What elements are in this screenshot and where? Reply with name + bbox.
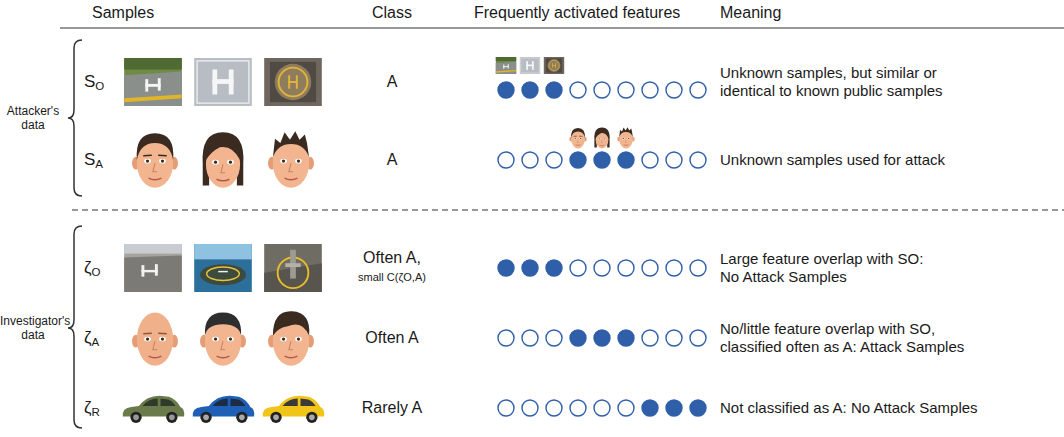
- column-header: Frequently activated features: [474, 3, 714, 22]
- symbol-letter: S: [84, 150, 95, 169]
- symbol-letter: S: [84, 72, 95, 91]
- feature-dot: [642, 400, 658, 416]
- feature-dot: [690, 152, 706, 168]
- row-symbol: SO: [84, 72, 118, 92]
- meaning-text: Unknown samples, but similar or identica…: [720, 64, 988, 100]
- row-symbol: ζA: [84, 328, 118, 348]
- feature-dot: [522, 330, 538, 346]
- feature-dot: [666, 260, 682, 276]
- symbol-subscript: R: [92, 406, 100, 418]
- group-bracket: [68, 40, 82, 196]
- group-label: Attacker's data: [0, 104, 66, 133]
- group-label: Investigator's data: [0, 314, 66, 343]
- feature-dot: [690, 260, 706, 276]
- column-header: Meaning: [720, 3, 840, 22]
- group-bracket: [68, 226, 82, 428]
- feature-dot: [594, 330, 610, 346]
- meaning-text: Not classified as A: No Attack Samples: [720, 399, 1060, 417]
- feature-dot: [546, 400, 562, 416]
- column-header: Class: [372, 3, 452, 22]
- symbol-subscript: O: [92, 266, 101, 278]
- symbol-letter: ζ: [84, 258, 92, 277]
- row-symbol: ζR: [84, 398, 118, 418]
- group-divider: [72, 209, 1064, 210]
- feature-dot: [618, 260, 634, 276]
- feature-dot: [570, 260, 586, 276]
- feature-dot: [666, 330, 682, 346]
- class-label: Rarely A: [332, 398, 452, 417]
- feature-dot: [642, 152, 658, 168]
- feature-dot: [546, 82, 562, 98]
- feature-dots: [498, 82, 706, 416]
- feature-dot: [666, 400, 682, 416]
- symbol-subscript: A: [92, 336, 100, 348]
- feature-dot: [666, 82, 682, 98]
- feature-dot: [498, 152, 514, 168]
- feature-dot: [618, 82, 634, 98]
- header-rule: [60, 28, 1064, 29]
- feature-dot: [546, 330, 562, 346]
- column-header: Samples: [92, 3, 212, 22]
- meaning-text: Unknown samples used for attack: [720, 151, 1050, 169]
- class-label: Often A: [332, 328, 452, 347]
- feature-dot: [690, 330, 706, 346]
- feature-dot: [498, 400, 514, 416]
- feature-dot: [498, 330, 514, 346]
- feature-dot: [690, 82, 706, 98]
- feature-dot: [522, 400, 538, 416]
- symbol-letter: ζ: [84, 398, 92, 417]
- feature-dot: [546, 152, 562, 168]
- feature-dot: [618, 330, 634, 346]
- feature-dot: [498, 82, 514, 98]
- feature-dot: [594, 400, 610, 416]
- feature-dot: [666, 152, 682, 168]
- feature-dot: [570, 82, 586, 98]
- symbol-subscript: A: [95, 158, 103, 170]
- symbol-subscript: O: [95, 80, 104, 92]
- feature-dot: [570, 152, 586, 168]
- feature-dot: [546, 260, 562, 276]
- meaning-text: No/little feature overlap with SO, class…: [720, 320, 992, 356]
- feature-dot: [522, 152, 538, 168]
- feature-dot: [642, 260, 658, 276]
- class-label: A: [332, 72, 452, 91]
- symbol-letter: ζ: [84, 328, 92, 347]
- feature-dot: [618, 152, 634, 168]
- feature-dot: [594, 260, 610, 276]
- sample-images: [123, 58, 325, 423]
- feature-dot: [594, 152, 610, 168]
- feature-dot: [642, 330, 658, 346]
- feature-icons: [496, 57, 635, 148]
- feature-dot: [570, 330, 586, 346]
- feature-dot: [594, 82, 610, 98]
- row-symbol: SA: [84, 150, 118, 170]
- feature-dot: [690, 400, 706, 416]
- feature-dot: [522, 82, 538, 98]
- feature-dot: [618, 400, 634, 416]
- feature-dot: [498, 260, 514, 276]
- row-symbol: ζO: [84, 258, 118, 278]
- feature-dot: [522, 260, 538, 276]
- class-label: Often A,: [332, 248, 452, 267]
- feature-dot: [570, 400, 586, 416]
- meaning-text: Large feature overlap with SO: No Attack…: [720, 250, 938, 286]
- class-label: A: [332, 150, 452, 169]
- class-note: small C(ζO,A): [322, 271, 462, 284]
- feature-dot: [642, 82, 658, 98]
